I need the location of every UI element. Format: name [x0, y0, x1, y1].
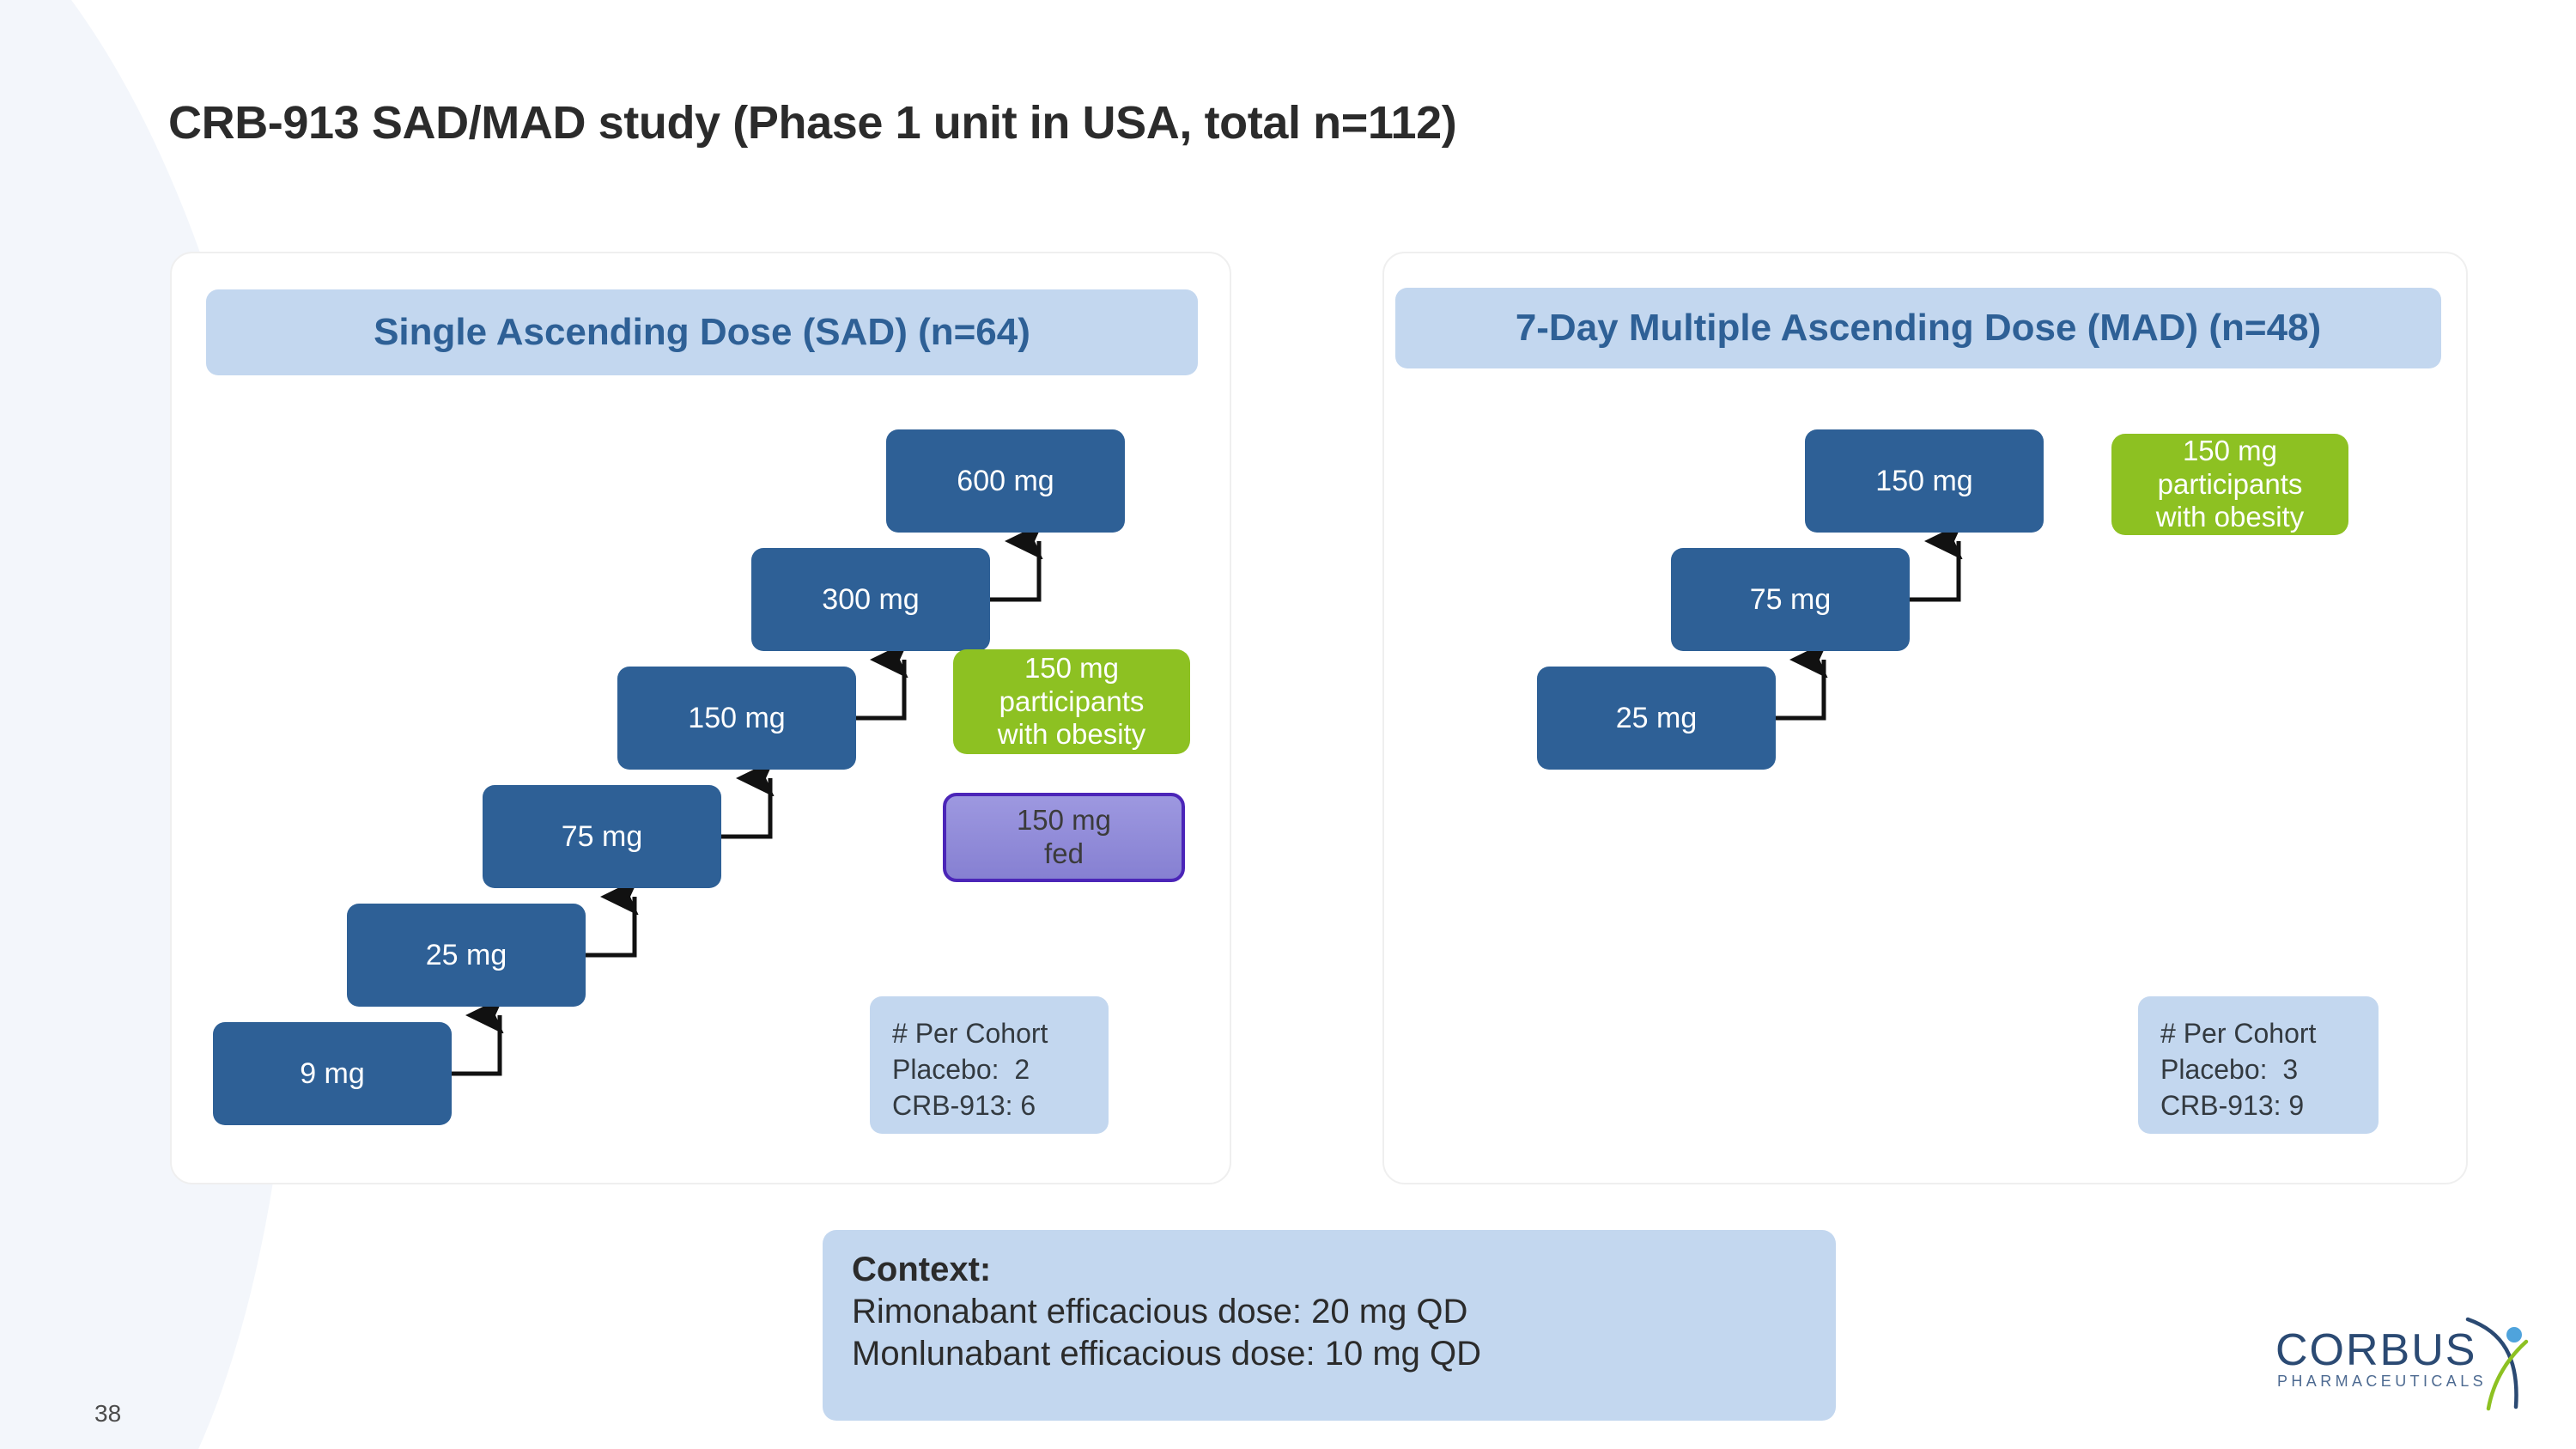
page-number: 38: [94, 1400, 122, 1427]
callout-mad-obesity-line2: participants: [2157, 467, 2303, 500]
logo-wordmark: CORBUS: [2275, 1325, 2477, 1375]
callout-sad-obesity-line1: 150 mg: [1024, 651, 1120, 684]
callout-sad-fed-line2: fed: [1044, 837, 1084, 869]
context-box: Context: Rimonabant efficacious dose: 20…: [823, 1230, 1836, 1421]
panel-header-mad: 7-Day Multiple Ascending Dose (MAD) (n=4…: [1395, 288, 2441, 368]
logo-tagline: PHARMACEUTICALS: [2277, 1373, 2488, 1390]
cohort-note-mad-placebo: Placebo: 3: [2160, 1054, 2299, 1086]
dose-box-mad-25mg[interactable]: 25 mg: [1537, 667, 1776, 770]
logo-figure-icon: [2465, 1317, 2529, 1411]
cohort-note-sad-drug: CRB-913: 6: [892, 1090, 1036, 1122]
cohort-note-sad: # Per Cohort Placebo: 2 CRB-913: 6: [870, 996, 1109, 1134]
callout-mad-obesity-line1: 150 mg: [2182, 434, 2278, 466]
dose-box-sad-25mg[interactable]: 25 mg: [347, 904, 586, 1007]
dose-box-mad-150mg[interactable]: 150 mg: [1805, 429, 2044, 533]
page-title: CRB-913 SAD/MAD study (Phase 1 unit in U…: [168, 97, 1457, 149]
corbus-logo: CORBUS PHARMACEUTICALS: [2275, 1317, 2533, 1422]
callout-mad-obesity[interactable]: 150 mg participants with obesity: [2111, 434, 2348, 535]
cohort-note-mad: # Per Cohort Placebo: 3 CRB-913: 9: [2138, 996, 2379, 1134]
context-line-rimonabant: Rimonabant efficacious dose: 20 mg QD: [852, 1292, 1468, 1330]
callout-sad-obesity-line2: participants: [999, 685, 1145, 717]
callout-sad-obesity[interactable]: 150 mg participants with obesity: [953, 649, 1190, 754]
dose-box-sad-75mg[interactable]: 75 mg: [483, 785, 721, 888]
dose-box-sad-600mg[interactable]: 600 mg: [886, 429, 1125, 533]
callout-sad-fed-line1: 150 mg: [1016, 804, 1112, 837]
callout-mad-obesity-line3: with obesity: [2155, 501, 2305, 533]
callout-sad-fed[interactable]: 150 mg fed: [943, 793, 1185, 882]
dose-box-sad-9mg[interactable]: 9 mg: [213, 1022, 452, 1125]
context-line-monlunabant: Monlunabant efficacious dose: 10 mg QD: [852, 1334, 1482, 1373]
dose-box-sad-150mg[interactable]: 150 mg: [617, 667, 856, 770]
cohort-note-sad-placebo: Placebo: 2: [892, 1054, 1030, 1086]
panel-header-sad: Single Ascending Dose (SAD) (n=64): [206, 289, 1198, 375]
dose-box-sad-300mg[interactable]: 300 mg: [751, 548, 990, 651]
cohort-note-mad-title: # Per Cohort: [2160, 1018, 2317, 1049]
dose-box-mad-75mg[interactable]: 75 mg: [1671, 548, 1910, 651]
cohort-note-mad-drug: CRB-913: 9: [2160, 1090, 2305, 1122]
cohort-note-sad-title: # Per Cohort: [892, 1018, 1048, 1049]
context-title: Context:: [852, 1251, 992, 1288]
callout-sad-obesity-line3: with obesity: [997, 718, 1146, 751]
